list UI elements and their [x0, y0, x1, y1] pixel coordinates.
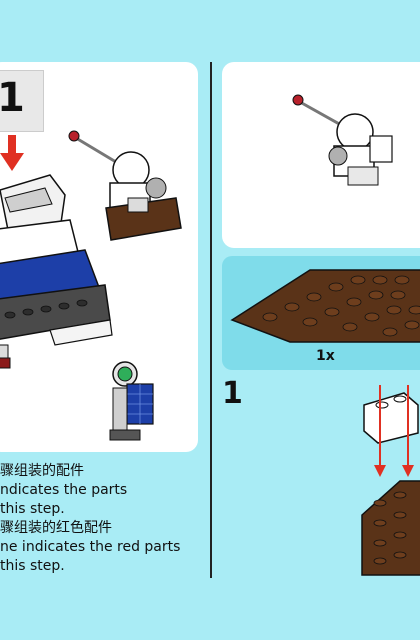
astronaut-minifigure-illustration: [105, 360, 165, 445]
legend-line2-cn: 骤组装的红色配件: [0, 519, 180, 538]
down-arrow-icon: [0, 135, 30, 175]
parts-legend: 骤组装的配件 ndicates the parts this step. 骤组装…: [0, 462, 180, 576]
brown-wedge-plate-illustration: [230, 262, 420, 348]
step-badge: 1: [0, 70, 44, 132]
submodel-preview-illustration: [290, 92, 410, 222]
legend-line2-en: ne indicates the red parts: [0, 538, 180, 557]
page-divider: [210, 62, 212, 578]
legend-line2-en2: this step.: [0, 557, 180, 576]
step-badge-number: 1: [0, 75, 25, 121]
legend-line1-en2: this step.: [0, 500, 180, 519]
part-quantity: 1x: [316, 348, 335, 364]
step-assembly-illustration: [360, 385, 420, 585]
legend-line1-en: ndicates the parts: [0, 481, 180, 500]
legend-line1-cn: 骤组装的配件: [0, 462, 180, 481]
robot-antenna-model-illustration: [66, 128, 186, 248]
step-number: 1: [222, 376, 243, 411]
